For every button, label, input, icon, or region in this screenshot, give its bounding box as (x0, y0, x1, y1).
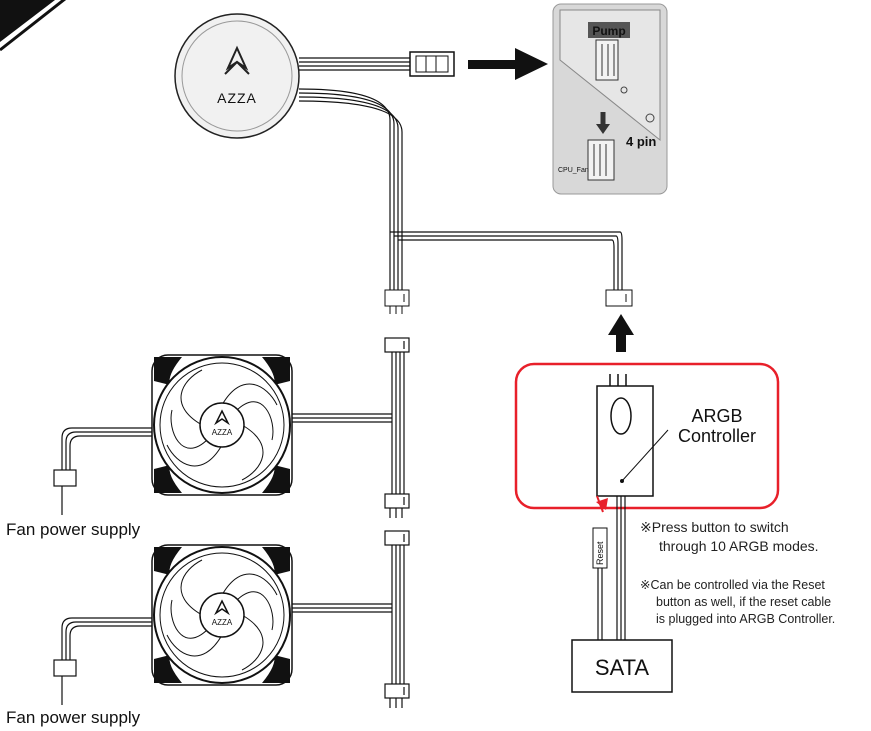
argb-controller (596, 374, 669, 497)
motherboard-panel: Pump 4 pin CPU_Fan (552, 3, 668, 195)
controller-label-line1: ARGB (691, 406, 743, 426)
pump-head: AZZA (174, 13, 300, 139)
arrow-right-icon (468, 48, 548, 80)
fan-1-power-caption: Fan power supply (6, 520, 141, 539)
fan-1-logo-text: AZZA (212, 428, 233, 437)
controller-label-line2: Controller (677, 426, 757, 446)
note-2-line-2: button as well, if the reset cable (656, 595, 832, 609)
azza-logo-icon (214, 599, 230, 616)
main-cable (298, 88, 623, 290)
note-press-button: ※Press button to switch through 10 ARGB … (640, 518, 819, 556)
azza-logo-icon (224, 45, 250, 75)
pump-connector (409, 51, 455, 77)
controller-label: ARGB Controller (672, 406, 762, 446)
fan-link-cables (290, 413, 392, 613)
four-pin-label: 4 pin (626, 134, 656, 149)
arrow-up-icon (608, 314, 634, 352)
fan-2-power-caption: Fan power supply (6, 708, 141, 727)
reset-cable: Reset (592, 495, 608, 640)
azza-logo-icon (214, 409, 230, 426)
fan-1-power-cable (53, 427, 152, 515)
note-2-line-3: is plugged into ARGB Controller. (656, 612, 836, 626)
fan-2-logo-text: AZZA (212, 618, 233, 627)
sata-cable (616, 496, 626, 640)
sata-label: SATA (595, 655, 650, 680)
controller-button-icon (610, 397, 632, 435)
note-1-line-2: through 10 ARGB modes. (659, 538, 819, 554)
fan-1: AZZA (151, 354, 293, 496)
pump-header-label: Pump (592, 24, 625, 38)
note-mark: ※ (640, 519, 652, 535)
fan-2-power-cable (53, 617, 152, 705)
cpu-fan-label: CPU_Fan (558, 167, 589, 174)
controller-highlight-frame (514, 362, 780, 510)
fan-2: AZZA (151, 544, 293, 686)
reset-label: Reset (595, 541, 605, 565)
note-mark: ※ (640, 578, 651, 592)
fan-chain-cable (384, 337, 410, 708)
pump-cable (299, 57, 410, 71)
argb-connector (605, 289, 633, 307)
fan-connector-top (384, 289, 410, 314)
corner-triangle (0, 0, 67, 52)
note-1-line-1: Press button to switch (651, 519, 789, 535)
sata-box: SATA (571, 639, 673, 693)
note-reset-control: ※Can be controlled via the Reset button … (640, 577, 835, 628)
note-2-line-1: Can be controlled via the Reset (650, 578, 825, 592)
pump-logo-text: AZZA (217, 90, 257, 106)
